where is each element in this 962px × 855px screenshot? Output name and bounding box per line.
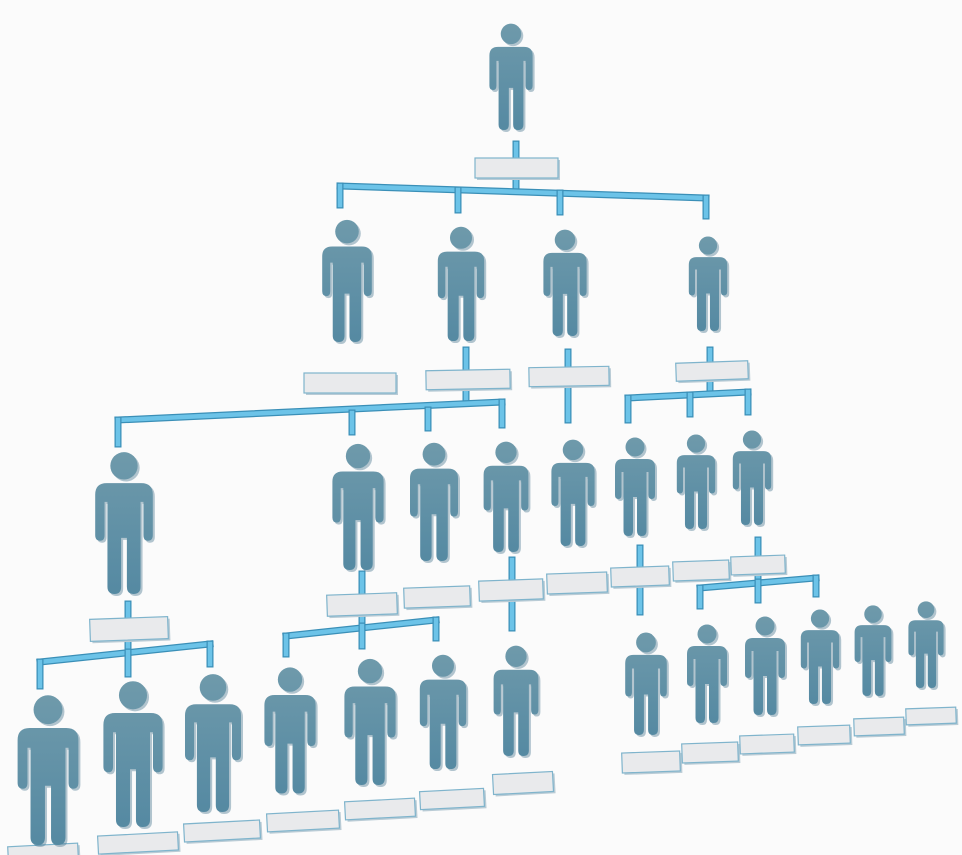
person-icon: [410, 442, 458, 561]
connector-line: [115, 399, 505, 423]
label-plate: [546, 571, 608, 595]
label-plate: [528, 365, 610, 388]
label-plate: [853, 716, 905, 737]
connector-lines: [36, 140, 820, 690]
label-plate: [797, 724, 851, 746]
label-plate: [96, 831, 180, 855]
label-plate: [403, 585, 471, 609]
person-icon: [551, 439, 595, 546]
person-icon: [419, 654, 467, 769]
label-plate: [610, 565, 670, 588]
connector-line: [337, 183, 709, 201]
label-plate: [418, 787, 486, 811]
person-icon: [17, 695, 79, 845]
person-icon: [103, 681, 163, 827]
person-icon: [483, 441, 529, 552]
person-icon: [95, 452, 153, 594]
label-plate: [425, 368, 511, 391]
label-plate: [905, 706, 957, 726]
label-plate: [730, 554, 786, 576]
label-plate: [182, 819, 262, 843]
label-plate: [739, 733, 795, 755]
label-plate: [303, 372, 397, 394]
label-plate: [491, 770, 555, 796]
person-icon: [185, 674, 241, 812]
label-plate: [681, 741, 739, 764]
label-plate: [474, 157, 559, 179]
person-icon: [625, 632, 667, 735]
person-icon: [344, 658, 396, 785]
person-icon: [437, 226, 485, 341]
label-plate: [326, 592, 398, 617]
label-plate: [478, 578, 544, 602]
person-icon: [543, 229, 587, 336]
people-icons: [17, 23, 946, 847]
label-plate: [89, 616, 169, 642]
label-plate: [672, 559, 730, 582]
label-plates: [7, 157, 959, 855]
label-plate: [343, 797, 417, 821]
person-icon: [493, 645, 539, 756]
label-plate: [265, 809, 341, 833]
person-icon: [489, 23, 533, 130]
person-icon: [264, 667, 316, 794]
person-icon: [322, 219, 372, 342]
person-icon: [332, 443, 384, 570]
label-plate: [675, 360, 749, 382]
label-plate: [621, 750, 681, 774]
